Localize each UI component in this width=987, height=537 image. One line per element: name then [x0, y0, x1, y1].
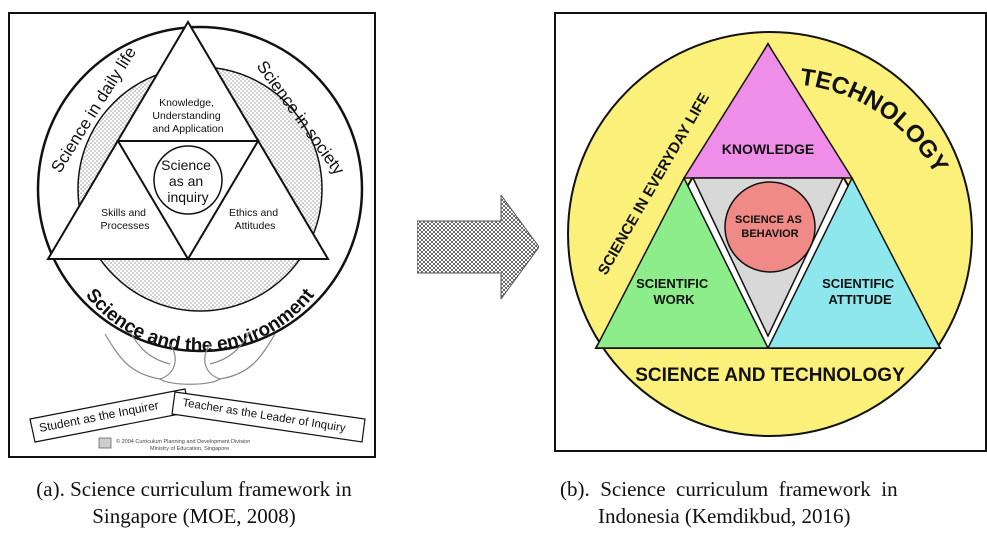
- caption-singapore: (a). Science curriculum framework in Sin…: [8, 476, 380, 530]
- hands-illustration: [104, 331, 276, 385]
- label-science-as-behavior: SCIENCE AS BEHAVIOR: [735, 214, 805, 240]
- label-scientific-attitude: SCIENTIFIC ATTITUDE: [822, 276, 898, 307]
- right-arrow-icon: [417, 195, 539, 299]
- moe-logo-icon: [98, 437, 112, 449]
- indonesia-framework-panel: KNOWLEDGE SCIENCE AS BEHAVIOR SCIENTIFIC…: [554, 12, 987, 452]
- caption-b-line1: (b). Science curriculum framework in: [560, 477, 898, 501]
- label-science-inquiry: Science as an inquiry: [161, 157, 215, 205]
- singapore-framework-panel: Science in daily life Science in society…: [8, 12, 376, 458]
- indonesia-framework-diagram: KNOWLEDGE SCIENCE AS BEHAVIOR SCIENTIFIC…: [567, 31, 973, 437]
- singapore-framework-diagram: Science in daily life Science in society…: [29, 20, 366, 452]
- caption-indonesia: (b). Science curriculum framework in Ind…: [560, 476, 987, 530]
- label-science-and-technology: SCIENCE AND TECHNOLOGY: [635, 365, 905, 386]
- label-skills-processes: Skills and Processes: [100, 207, 149, 232]
- center-circle: [153, 145, 223, 215]
- scientific-work-region: [594, 176, 770, 349]
- label-ethics-attitudes: Ethics and Attitudes: [229, 207, 281, 232]
- center-circle: [724, 181, 816, 273]
- caption-b-line2: Indonesia (Kemdikbud, 2016): [598, 504, 851, 528]
- label-knowledge: Knowledge, Understanding and Application: [152, 97, 223, 135]
- copyright-text: © 2004 Curriculum Planning and Developme…: [116, 438, 252, 452]
- student-ribbon: Student as the Inquirer: [29, 388, 191, 443]
- teacher-ribbon: Teacher as the Leader of Inquiry: [171, 391, 366, 443]
- label-knowledge: KNOWLEDGE: [722, 141, 815, 157]
- caption-a-line2: Singapore (MOE, 2008): [92, 504, 296, 528]
- caption-a-line1: (a). Science curriculum framework in: [36, 477, 352, 501]
- label-scientific-work: SCIENTIFIC WORK: [636, 276, 712, 307]
- scientific-attitude-region: [766, 176, 942, 349]
